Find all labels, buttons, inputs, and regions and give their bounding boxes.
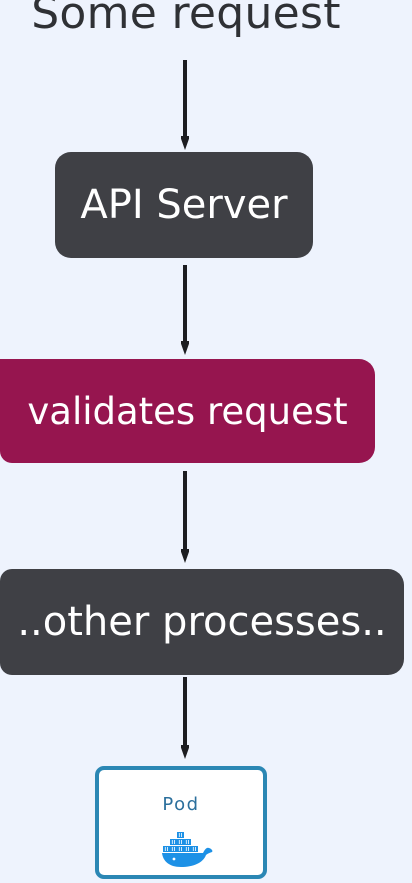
- pod-label: Pod: [162, 794, 200, 815]
- arrow-1: [181, 60, 189, 152]
- api-server-box: API Server: [55, 152, 313, 258]
- diagram-title: Some request: [31, 0, 341, 39]
- arrow-3: [181, 471, 189, 565]
- docker-whale-icon: [162, 828, 214, 868]
- other-processes-label: ..other processes..: [17, 599, 387, 645]
- other-processes-box: ..other processes..: [0, 569, 404, 675]
- api-server-label: API Server: [80, 182, 288, 228]
- validates-request-box: validates request: [0, 359, 375, 463]
- validates-request-label: validates request: [27, 389, 348, 433]
- pod-box: Pod: [95, 766, 267, 879]
- arrow-2: [181, 265, 189, 357]
- arrow-4: [181, 677, 189, 761]
